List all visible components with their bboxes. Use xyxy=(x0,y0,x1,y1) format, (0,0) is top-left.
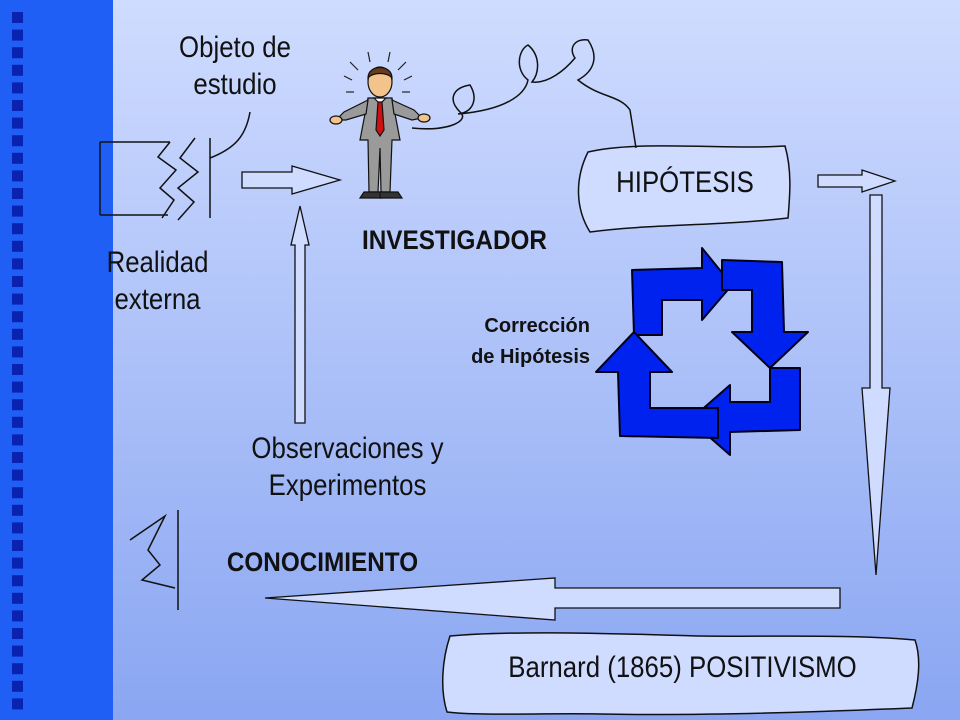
sidebar-square xyxy=(12,29,23,41)
arrow-observaciones-up xyxy=(290,205,310,424)
sidebar-square xyxy=(12,469,23,481)
arrow-left-to-conocimiento xyxy=(264,577,841,621)
sidebar-square xyxy=(12,663,23,675)
sidebar-square xyxy=(12,452,23,463)
sidebar-square xyxy=(12,680,23,692)
sidebar-square xyxy=(12,575,23,587)
sidebar-square xyxy=(12,645,23,657)
hipotesis-box xyxy=(577,145,791,233)
sidebar-square xyxy=(12,117,23,129)
sidebar-square xyxy=(12,522,23,534)
observaciones-experimentos-label: Observaciones y Experimentos xyxy=(251,432,444,502)
cycle-arrows-icon xyxy=(595,247,809,456)
sidebar-square xyxy=(12,82,23,94)
sidebar-square xyxy=(12,240,23,252)
sidebar-square xyxy=(12,223,23,235)
sidebar-strip xyxy=(0,0,113,720)
arrow-down-right xyxy=(861,194,891,576)
investigator-person-icon xyxy=(329,51,431,199)
sidebar-square xyxy=(12,205,23,217)
sidebar-square xyxy=(12,610,23,622)
sidebar-square xyxy=(12,487,23,499)
investigador-label: INVESTIGADOR xyxy=(362,225,547,255)
sidebar-square xyxy=(12,346,23,358)
sidebar-square xyxy=(12,100,23,111)
barnard-banner xyxy=(441,632,920,716)
thought-squiggle xyxy=(411,39,637,149)
sidebar-square xyxy=(12,381,23,393)
sidebar-square xyxy=(12,12,23,23)
sidebar-square xyxy=(12,399,23,411)
sidebar-square xyxy=(12,258,23,270)
objeto-callout-line xyxy=(209,111,251,159)
sidebar-square xyxy=(12,276,23,287)
sidebar-square xyxy=(12,434,23,446)
sidebar-square xyxy=(12,47,23,59)
objeto-de-estudio-label: Objeto de estudio xyxy=(179,31,291,101)
sidebar-square xyxy=(12,364,23,375)
realidad-externa-label: Realidad externa xyxy=(106,246,209,316)
sidebar-square xyxy=(12,64,23,76)
sidebar-square xyxy=(12,188,23,199)
barnard-positivismo-label: Barnard (1865) POSITIVISMO xyxy=(508,651,857,684)
realidad-externa-shape xyxy=(99,137,211,221)
sidebar-square xyxy=(12,416,23,428)
conocimiento-shape xyxy=(129,510,179,610)
sidebar-square xyxy=(12,628,23,639)
sidebar-square xyxy=(12,170,23,182)
arrow-realidad-to-investigador xyxy=(241,165,343,195)
sidebar-square xyxy=(12,540,23,551)
sidebar-square xyxy=(12,557,23,569)
sidebar-square xyxy=(12,152,23,164)
sidebar-square xyxy=(12,328,23,340)
hipotesis-label: HIPÓTESIS xyxy=(616,166,754,199)
sidebar-square xyxy=(12,135,23,147)
sidebar-square xyxy=(12,293,23,305)
sidebar-square xyxy=(12,698,23,710)
sidebar-square xyxy=(12,504,23,516)
sidebar-square xyxy=(12,311,23,323)
correccion-de-hipotesis-label: Corrección de Hipótesis xyxy=(471,315,590,368)
sidebar-square xyxy=(12,592,23,604)
arrow-hipotesis-right xyxy=(817,169,898,193)
conocimiento-label: CONOCIMIENTO xyxy=(226,547,419,577)
